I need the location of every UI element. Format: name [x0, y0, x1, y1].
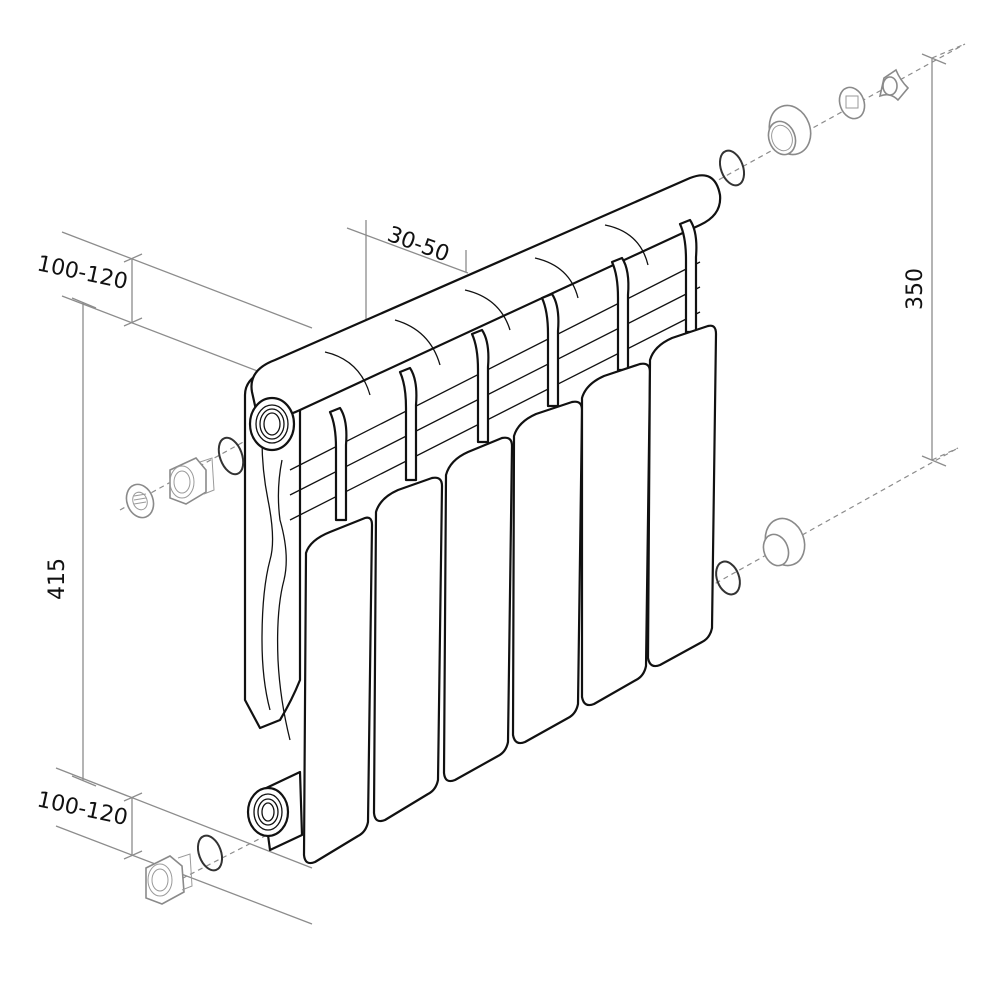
left-top-adapter: [169, 457, 215, 505]
left-bottom-adapter: [145, 853, 193, 905]
right-bottom-end-plug: [762, 517, 806, 567]
bottom-left-inlet: [246, 770, 304, 852]
left-top-gasket: [217, 436, 245, 476]
section-panel-1: [302, 516, 374, 865]
axis-bottom-right-connection: [699, 447, 959, 593]
section-panel-6: [646, 324, 718, 668]
dimension-total-height: 415: [45, 297, 97, 787]
right-top-gasket: [718, 149, 746, 187]
top-left-inlet: [248, 396, 296, 452]
dim-label-top-clearance: 100-120: [35, 251, 130, 295]
axis-top-connection: [119, 43, 966, 511]
section-panel-4: [511, 400, 584, 745]
dim-label-total-height: 415: [45, 558, 70, 600]
right-top-air-vent: [838, 86, 866, 120]
right-bottom-gasket: [715, 560, 741, 596]
section-panel-3: [442, 436, 514, 783]
right-top-reducer: [767, 104, 812, 156]
left-bottom-gasket: [196, 834, 224, 872]
dim-label-sill-gap: 30-50: [384, 222, 453, 267]
left-top-plug: [125, 483, 155, 519]
radiator-body: [243, 174, 722, 865]
section-panel-5: [580, 362, 652, 707]
dimension-center-distance: 350: [903, 43, 966, 467]
dim-label-bottom-clearance: 100-120: [35, 787, 130, 831]
section-panel-2: [372, 476, 444, 823]
dim-label-center-distance: 350: [903, 268, 928, 310]
right-top-vent-key: [878, 68, 910, 102]
